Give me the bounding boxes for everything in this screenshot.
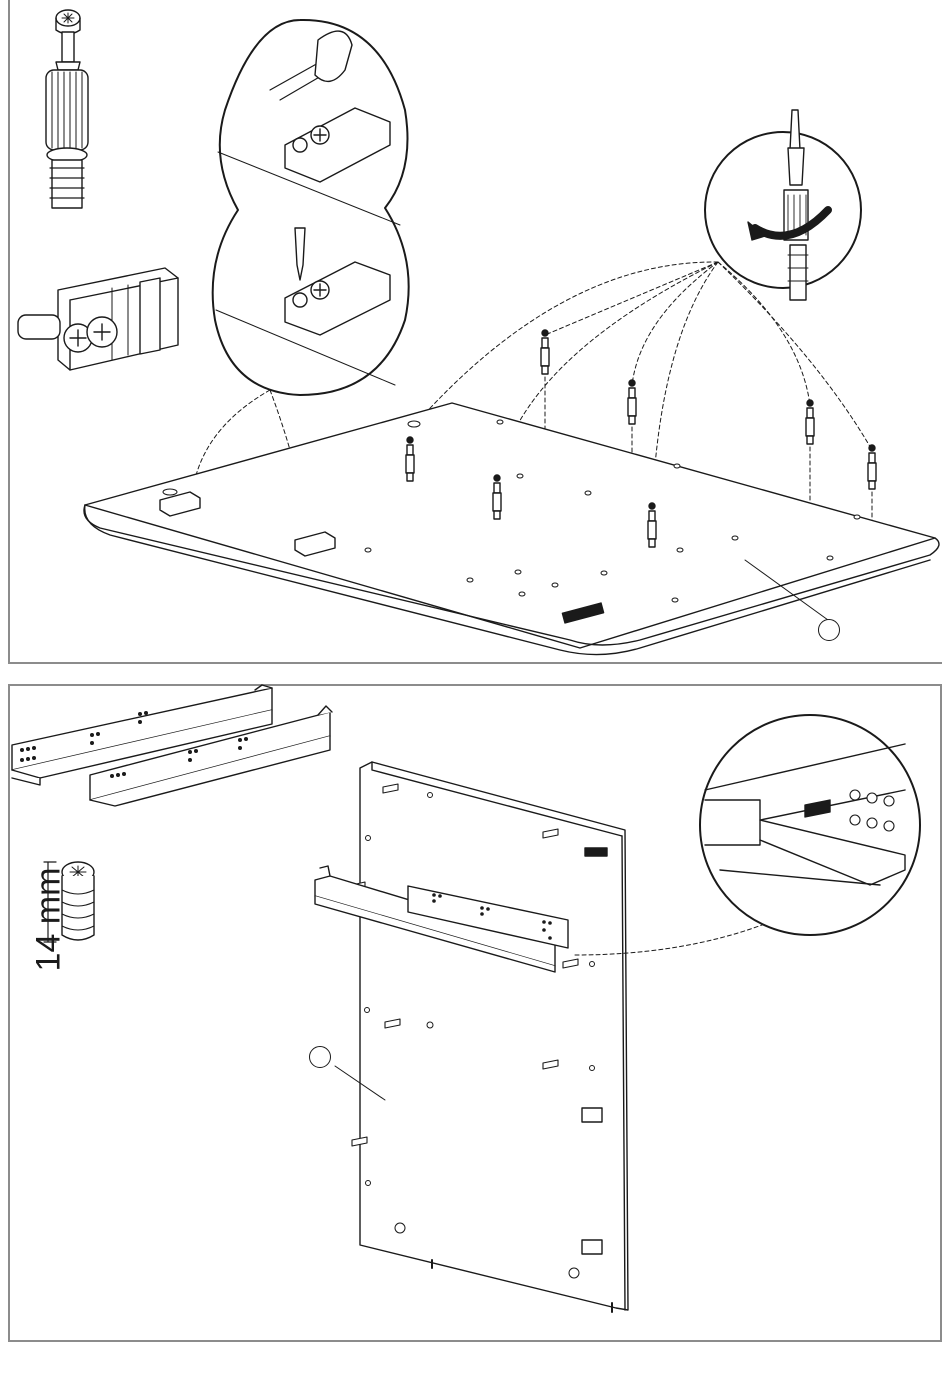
screw-length-label: 14 mm: [30, 865, 69, 975]
cam-bolt-icon: [46, 10, 88, 208]
detail-magnifier-cam: [213, 20, 409, 395]
part-number-circle-1: [818, 619, 840, 641]
step-1-illustration: [0, 0, 950, 670]
step-2-panel: [8, 684, 942, 1342]
cam-lock-connector-icon: [18, 268, 178, 370]
part-number-circle-2: [309, 1046, 331, 1068]
